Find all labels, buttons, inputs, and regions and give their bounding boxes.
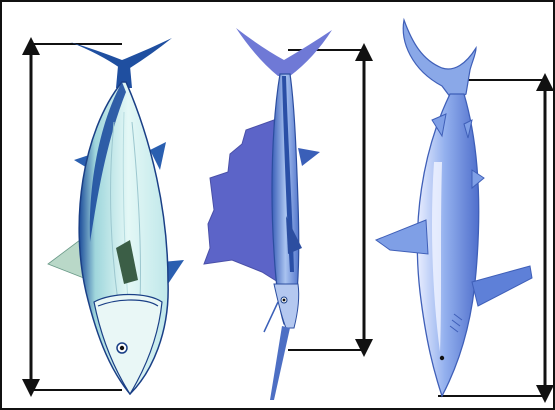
sailfish-icon: [204, 28, 366, 400]
sailfish-length-marker: [288, 50, 366, 350]
shark-icon: [376, 20, 547, 396]
tuna-fish-icon: [29, 38, 184, 394]
